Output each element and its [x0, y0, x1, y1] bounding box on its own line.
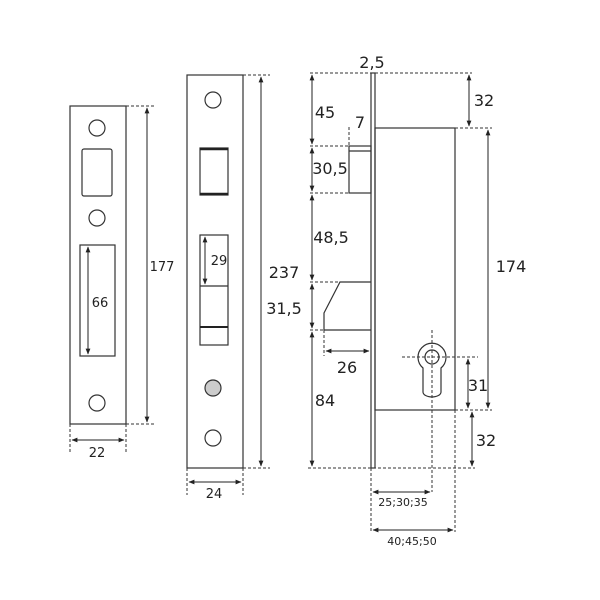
dim-faceplate-thickness-label: 2,5 [359, 53, 384, 72]
dim-latch-to-bottom-label: 84 [315, 391, 335, 410]
latch-bolt [323, 281, 371, 331]
dim-strike-width-label: 22 [89, 446, 106, 461]
bolt-opening [81, 148, 113, 197]
latch-opening [79, 244, 116, 357]
dim-bolt-throw-label: 7 [355, 113, 365, 132]
dim-case-depth-label: 40;45;50 [387, 535, 436, 548]
faceplate-outline [186, 74, 244, 469]
dim-faceplate-height-label: 237 [269, 263, 300, 282]
dim-top-to-bolt-label: 45 [315, 103, 335, 122]
strike-plate-outline [69, 105, 127, 425]
faceplate-edge [370, 72, 376, 469]
dim-latch-window-label: 29 [211, 254, 228, 269]
dim-bottom-offset-label: 32 [476, 431, 496, 450]
dim-faceplate-width-label: 24 [206, 487, 223, 502]
screw-hole [204, 91, 222, 109]
bolt-window [199, 147, 229, 196]
screw-hole [88, 119, 106, 137]
screw-hole [88, 394, 106, 412]
lock-case [374, 127, 456, 411]
indicator-dot [204, 379, 222, 397]
lock-body-side: 2,5 45 7 30,5 48,5 31,5 26 84 32 174 [266, 53, 526, 548]
dim-cylinder-offset-label: 31 [468, 376, 488, 395]
screw-hole [204, 429, 222, 447]
dim-top-offset-label: 32 [474, 91, 494, 110]
dim-backset-label: 25;30;35 [378, 496, 427, 509]
dim-latch-height-label: 31,5 [266, 299, 302, 318]
dim-latch-throw-label: 26 [337, 358, 357, 377]
latch-window [199, 234, 229, 346]
dim-bolt-height-label: 30,5 [312, 159, 348, 178]
dim-case-height-label: 174 [496, 257, 527, 276]
dim-strike-height-label: 177 [150, 260, 175, 275]
strike-plate: 66 177 22 [69, 105, 175, 461]
dead-bolt [348, 145, 372, 194]
screw-hole [88, 209, 106, 227]
dim-bolt-to-latch-label: 48,5 [313, 228, 349, 247]
faceplate: 29 237 24 [186, 74, 300, 502]
dim-slot-label: 66 [92, 296, 109, 311]
